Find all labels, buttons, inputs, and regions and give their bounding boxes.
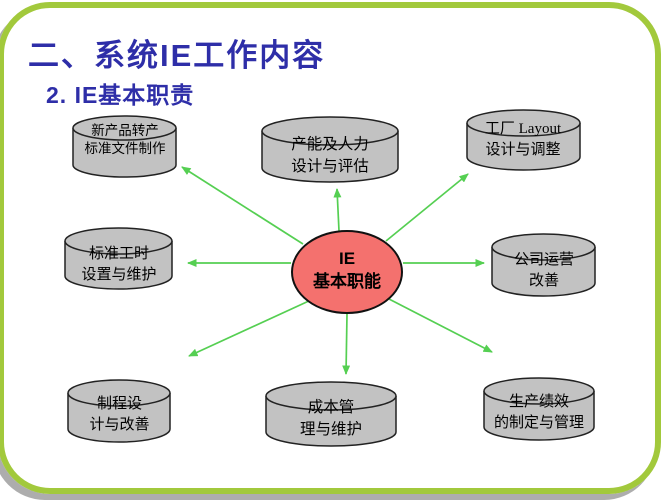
slide-border-frame [0,2,661,494]
cylinder-group [64,109,596,447]
cylinder-standard-time [64,227,173,290]
node-label-line1: 产能及人力 [291,136,369,153]
node-label-line2: 设计与评估 [291,158,369,175]
node-label-factory-layout: 工厂 Layout 设计与调整 [464,119,582,161]
cylinder-process-design [67,379,171,443]
arrow-to-cost-management [342,313,351,375]
node-label-line2: 的制定与管理 [493,415,584,431]
cylinder-company-operation [491,233,596,297]
cylinder-capacity-manpower [261,116,399,183]
node-label-line2: 改善 [528,273,559,289]
node-label-process-design: 制程设 计与改善 [66,394,173,436]
node-label-line2: 设计与调整 [485,142,561,158]
arrow-to-factory-layout [385,173,469,242]
center-label-line2: 基本职能 [313,272,381,291]
node-label-line2: 理与维护 [299,421,362,438]
node-label-production-performance: 生产绩效 的制定与管理 [480,392,598,434]
node-label-line1: 成本管 [307,399,355,416]
node-label-line1: 新产品转产 [91,123,159,138]
arrow-to-production-performance [388,298,493,353]
cylinder-new-product-transfer [72,115,177,178]
node-label-cost-management: 成本管 理与维护 [264,397,398,441]
node-label-line1: 公司运营 [513,252,574,268]
node-label-standard-time: 标准工时 设置与维护 [63,244,175,286]
arrow-to-new-product-transfer [181,166,304,245]
cylinder-production-performance [483,377,595,441]
arrow-to-process-design [188,299,312,357]
arrow-to-capacity-manpower [333,188,342,232]
slide-title: 二、系统IE工作内容 [28,38,326,73]
node-label-new-product-transfer: 新产品转产 标准文件制作 [60,122,190,158]
center-ellipse [291,230,403,314]
node-label-line1: 工厂 Layout [484,121,562,137]
cylinder-cost-management [265,381,397,447]
node-label-company-operation: 公司运营 改善 [490,250,598,292]
node-label-line2: 计与改善 [89,417,150,433]
center-label-line1: IE [338,249,356,268]
node-label-line1: 生产绩效 [508,394,569,410]
node-label-capacity-manpower: 产能及人力 设计与评估 [262,134,398,178]
cylinder-factory-layout [466,109,581,171]
node-label-line1: 制程设 [96,396,142,412]
node-label-line2: 标准文件制作 [84,141,166,156]
node-label-line2: 设置与维护 [81,267,157,283]
center-node-label: IE 基本职能 [292,247,402,293]
slide-subtitle: 2. IE基本职责 [46,82,195,108]
node-label-line1: 标准工时 [88,246,149,262]
arrow-group [181,166,493,375]
